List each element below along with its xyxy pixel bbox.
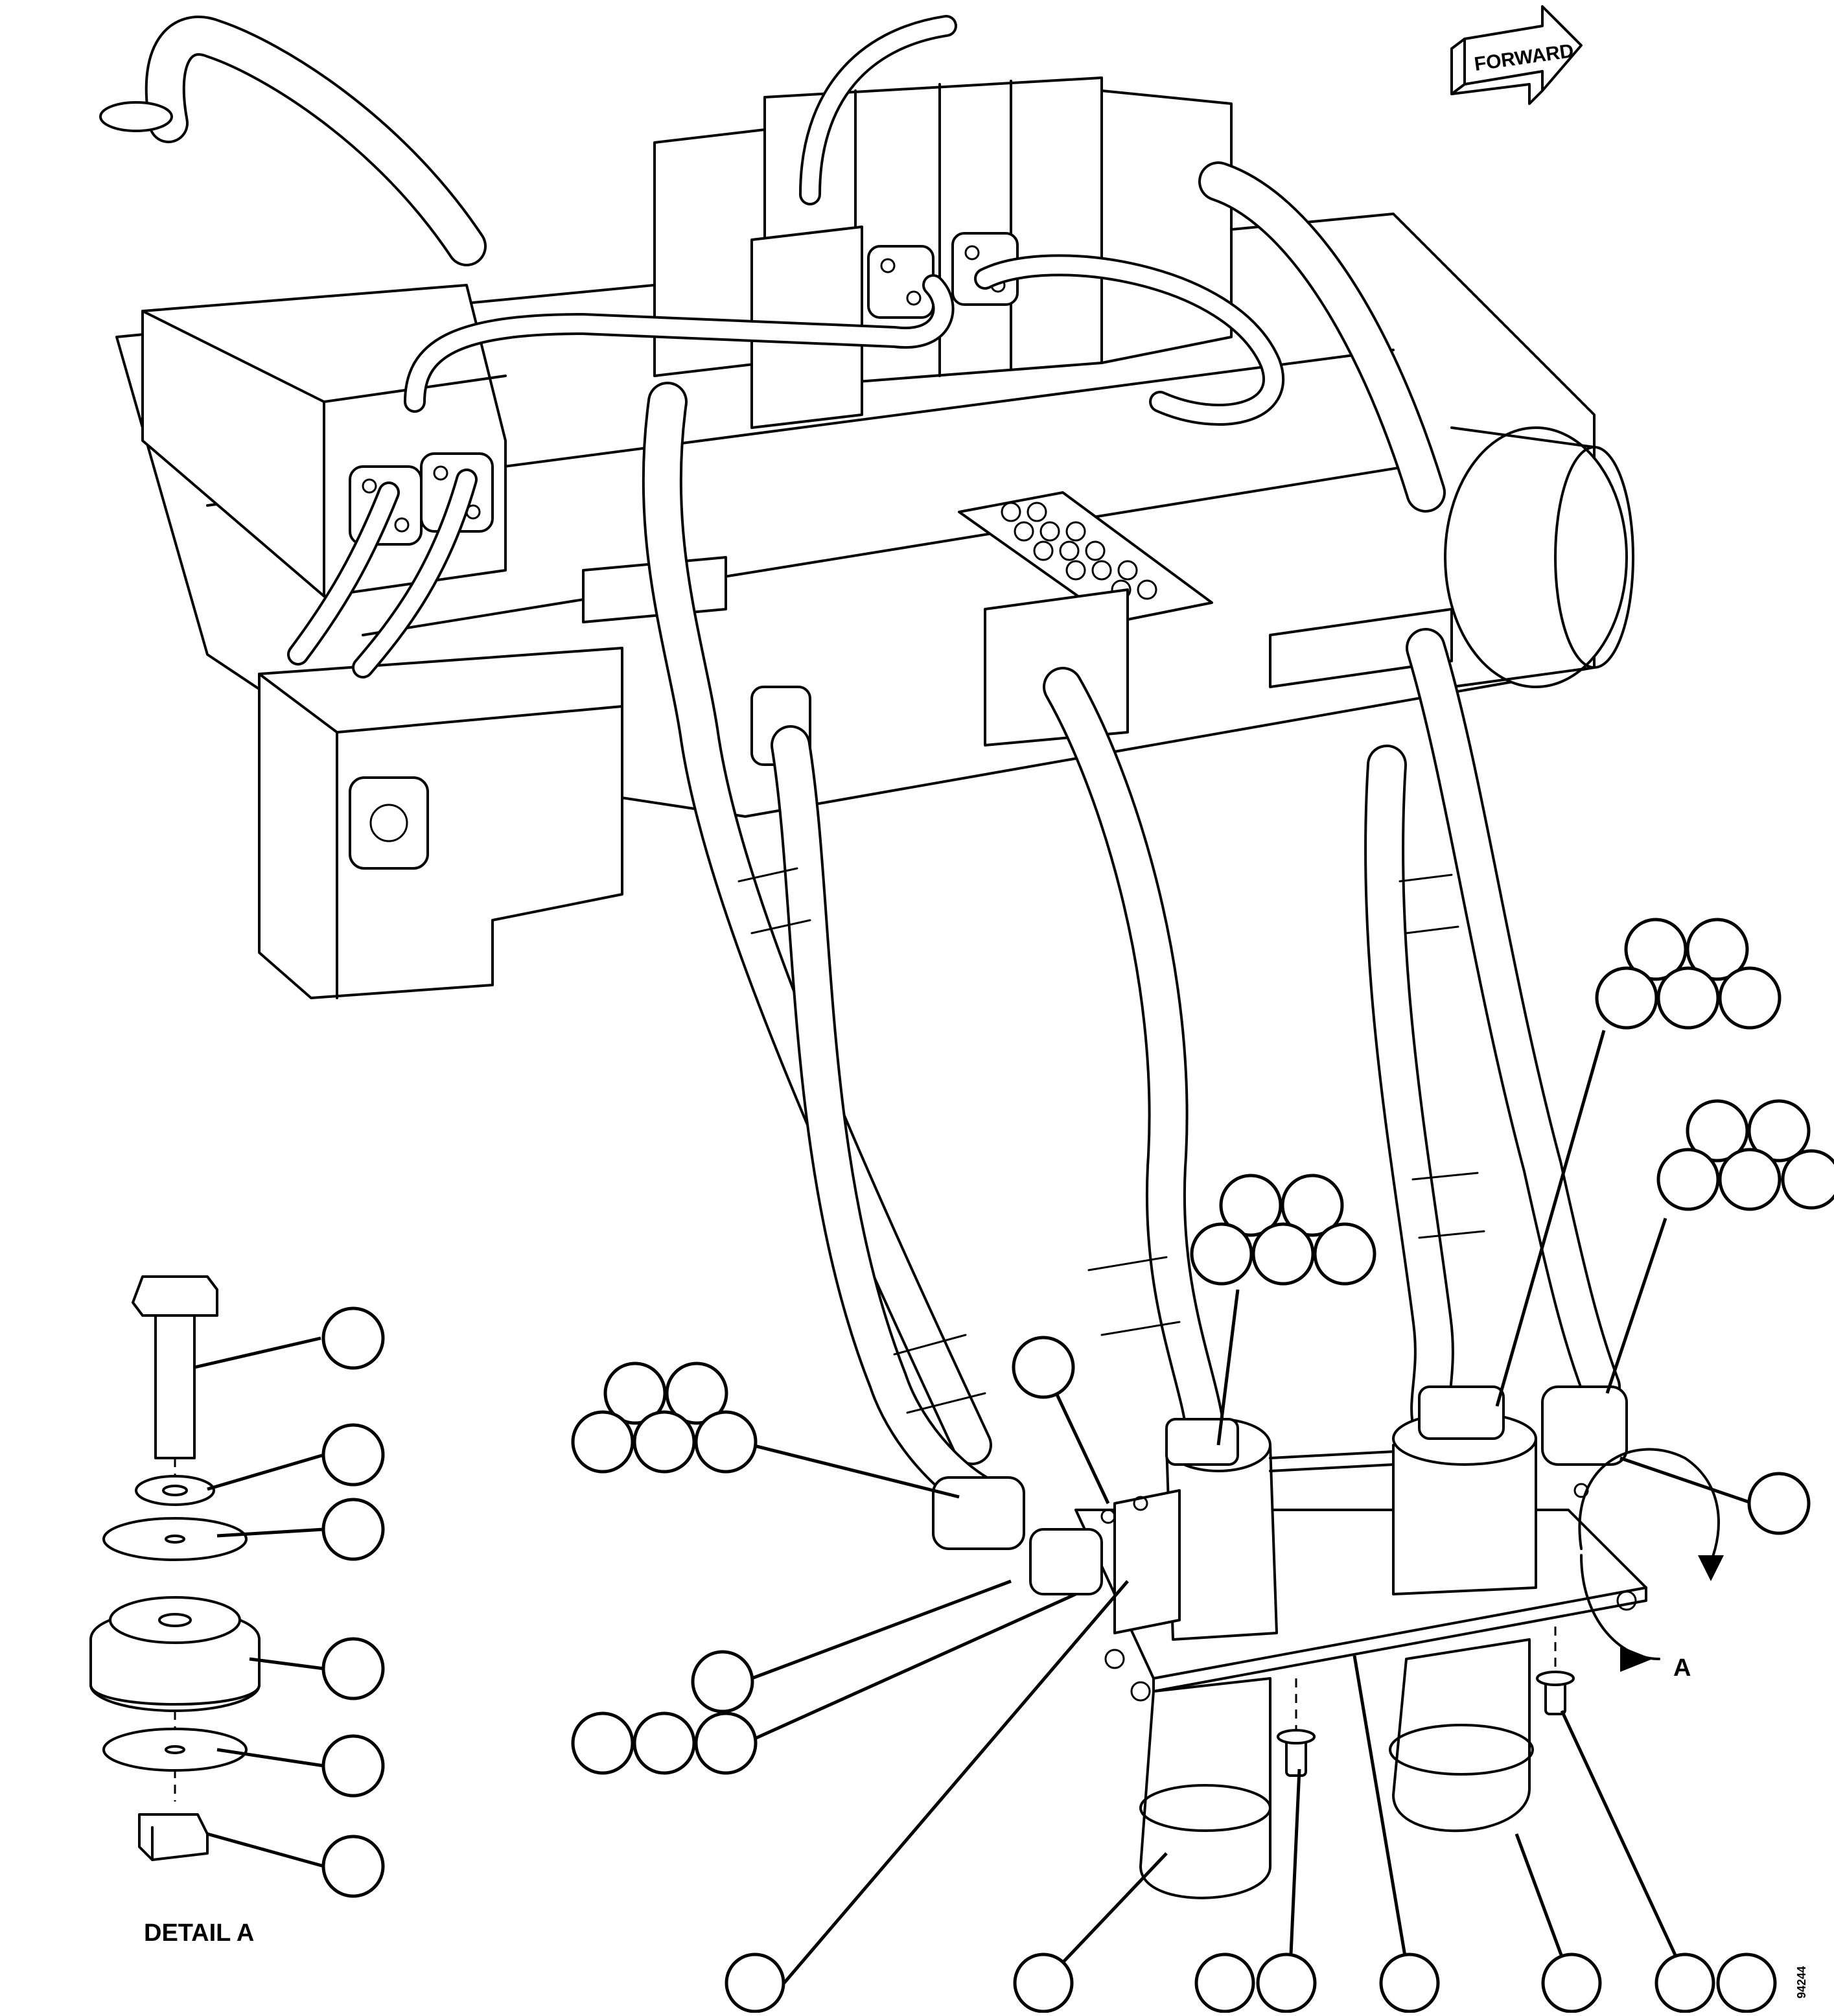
callout-bubble xyxy=(321,1734,385,1798)
callout-bubble xyxy=(694,1711,758,1775)
callout-bubble xyxy=(571,1410,634,1474)
callout-bubbles xyxy=(321,918,1834,2013)
callout-bubble xyxy=(694,1410,758,1474)
detail-a-mount xyxy=(89,1275,261,1861)
detail-a-caption: DETAIL A xyxy=(144,1919,254,1947)
hydraulic-hoses xyxy=(99,15,1621,1524)
callout-bubble xyxy=(1595,966,1658,1030)
callout-bubble xyxy=(1624,918,1688,981)
callout-bubble xyxy=(321,1306,385,1370)
callout-bubble xyxy=(1718,966,1782,1030)
detail-view-arrow xyxy=(1620,1646,1653,1672)
callout-bubble xyxy=(1686,918,1749,981)
callout-bubble xyxy=(1747,1472,1811,1535)
figure-number: 94244 xyxy=(1795,1966,1808,1999)
callout-bubble xyxy=(1194,1952,1255,2013)
callout-bubble xyxy=(665,1361,728,1425)
callout-bubble xyxy=(1686,1099,1749,1163)
callout-bubble xyxy=(725,1952,785,2013)
detail-view-letter: A xyxy=(1673,1654,1691,1682)
callout-bubble xyxy=(1747,1099,1811,1163)
callout-bubble xyxy=(571,1711,634,1775)
callout-bubble xyxy=(1656,1148,1720,1211)
callout-bubble xyxy=(1251,1222,1315,1286)
callout-bubble xyxy=(321,1423,385,1487)
callout-bubble xyxy=(633,1711,696,1775)
main-manifold-assembly xyxy=(115,76,1634,999)
callout-bubble xyxy=(1190,1222,1253,1286)
callout-bubble xyxy=(321,1637,385,1700)
callout-bubble xyxy=(1718,1148,1782,1211)
callout-bubble xyxy=(1256,1952,1317,2013)
callout-bubble xyxy=(1541,1952,1602,2013)
callout-bubble xyxy=(603,1361,667,1425)
callout-bubble xyxy=(1013,1952,1074,2013)
callout-leaders xyxy=(194,1030,1754,1984)
callout-bubble xyxy=(1313,1222,1376,1286)
callout-bubble xyxy=(321,1835,385,1898)
callout-bubble xyxy=(691,1650,754,1713)
callout-bubble xyxy=(1781,1149,1834,1210)
view-rotation-arc xyxy=(1578,1448,1720,1563)
callout-bubble xyxy=(1654,1952,1715,2013)
forward-direction-arrow: FORWARD xyxy=(1450,5,1583,105)
callout-bubble xyxy=(1012,1336,1075,1399)
callout-bubble xyxy=(1281,1174,1344,1237)
callout-bubble xyxy=(1656,966,1720,1030)
callout-bubble xyxy=(1716,1952,1777,2013)
callout-bubble xyxy=(633,1410,696,1474)
callout-bubble xyxy=(321,1498,385,1561)
exploded-screws xyxy=(1277,1627,1575,1777)
callout-bubble xyxy=(1219,1174,1283,1237)
callout-bubble xyxy=(1379,1952,1440,2013)
filter-assembly xyxy=(932,1385,1724,1899)
